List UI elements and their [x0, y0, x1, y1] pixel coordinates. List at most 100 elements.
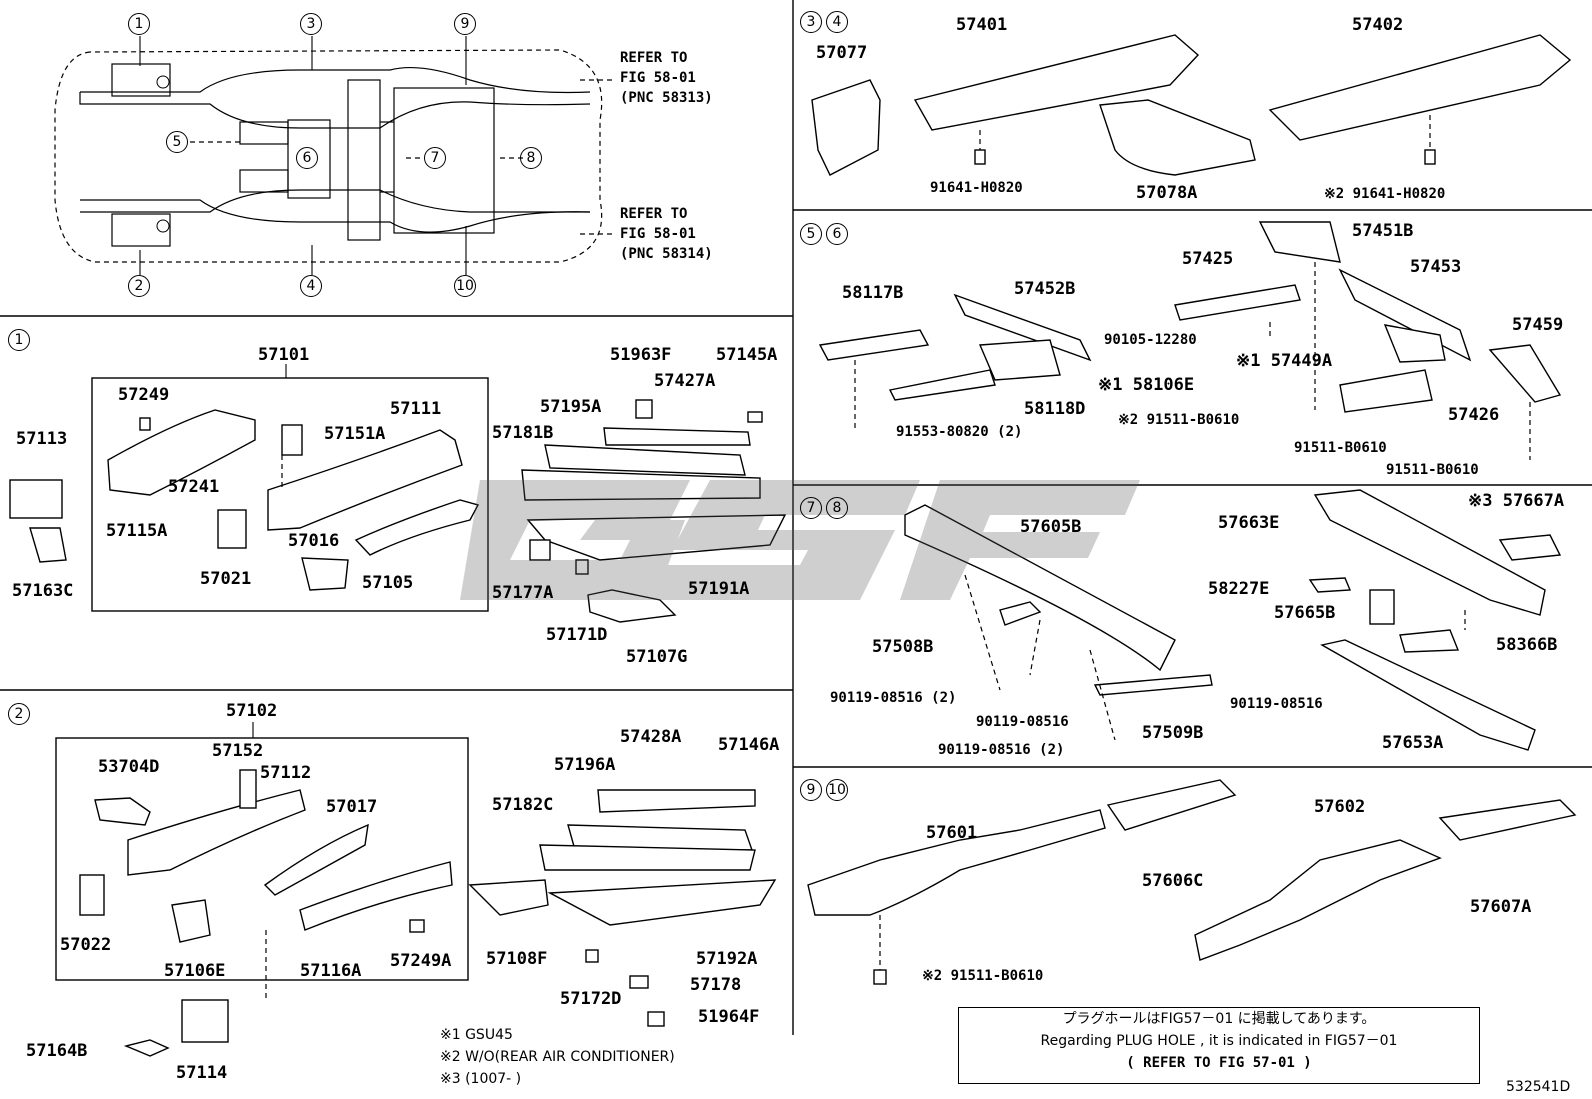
part-label[interactable]: 57108F	[486, 949, 548, 969]
part-label[interactable]: 57172D	[560, 989, 622, 1009]
part-label[interactable]: ※3 57667A	[1468, 491, 1565, 511]
part-label[interactable]: 57177A	[492, 583, 554, 603]
part-label[interactable]: 57605B	[1020, 517, 1082, 537]
index-mark-3: 3	[300, 10, 326, 35]
part-label[interactable]: 57606C	[1142, 871, 1204, 891]
part-label[interactable]: 57182C	[492, 795, 554, 815]
part-label[interactable]: 57508B	[872, 637, 934, 657]
part-label[interactable]: 57602	[1314, 797, 1366, 817]
part-label[interactable]: 57114	[176, 1063, 228, 1083]
part-label[interactable]: 57178	[690, 975, 742, 995]
car-overview-drawing	[54, 36, 616, 275]
part-label[interactable]: 58227E	[1208, 579, 1270, 599]
part-label[interactable]: ※2 91511-B0610	[922, 968, 1044, 984]
part-label[interactable]: 57451B	[1352, 221, 1414, 241]
part-label[interactable]: 57077	[816, 43, 868, 63]
part-label[interactable]: 57452B	[1014, 279, 1076, 299]
part-label[interactable]: 57116A	[300, 961, 362, 981]
part-label[interactable]: 57191A	[688, 579, 750, 599]
part-label[interactable]: 57115A	[106, 521, 168, 541]
section-5-6-drawing	[818, 221, 1562, 460]
footnote-2: ※2 W/O(REAR AIR CONDITIONER)	[440, 1049, 675, 1065]
part-label[interactable]: 91553-80820 (2)	[896, 424, 1023, 440]
part-label[interactable]: 57195A	[540, 397, 602, 417]
part-label[interactable]: 58117B	[842, 283, 904, 303]
index-mark-1: 1	[128, 10, 154, 35]
part-label[interactable]: 51964F	[698, 1007, 760, 1027]
part-label[interactable]: 57111	[390, 399, 442, 419]
part-label[interactable]: 57164B	[26, 1041, 88, 1061]
part-label[interactable]: 57112	[260, 763, 312, 783]
part-label[interactable]: 57196A	[554, 755, 616, 775]
part-label[interactable]: 57426	[1448, 405, 1500, 425]
part-label[interactable]: 57402	[1352, 15, 1404, 35]
part-label[interactable]: 58118D	[1024, 399, 1086, 419]
part-label[interactable]: 57163C	[12, 581, 74, 601]
part-label[interactable]: 91641-H0820	[930, 180, 1023, 196]
part-label[interactable]: 57192A	[696, 949, 758, 969]
part-label[interactable]: 57249	[118, 385, 170, 405]
part-label[interactable]: 57078A	[1136, 183, 1198, 203]
part-label[interactable]: 57105	[362, 573, 414, 593]
part-label[interactable]: 57249A	[390, 951, 452, 971]
part-label[interactable]: 57453	[1410, 257, 1462, 277]
part-label[interactable]: 57017	[326, 797, 378, 817]
part-label[interactable]: 90105-12280	[1104, 332, 1197, 348]
part-label[interactable]: 57401	[956, 15, 1008, 35]
part-label[interactable]: ※1 58106E	[1098, 375, 1195, 395]
part-label[interactable]: 57425	[1182, 249, 1234, 269]
part-label[interactable]: 91511-B0610	[1294, 440, 1387, 456]
part-label[interactable]: 57022	[60, 935, 112, 955]
part-label[interactable]: 57241	[168, 477, 220, 497]
part-label[interactable]: 57016	[288, 531, 340, 551]
section-2-drawing	[55, 722, 777, 1057]
section-2-header: 2	[8, 700, 34, 725]
part-label[interactable]: 57113	[16, 429, 68, 449]
part-label[interactable]: 57151A	[324, 424, 386, 444]
footnote-3: ※3 (1007- )	[440, 1071, 522, 1087]
index-mark-6: 6	[296, 144, 322, 169]
part-label[interactable]: 57427A	[654, 371, 716, 391]
part-label[interactable]: ※2 91641-H0820	[1324, 186, 1446, 202]
part-label[interactable]: 58366B	[1496, 635, 1558, 655]
part-label[interactable]: 90119-08516 (2)	[938, 742, 1065, 758]
part-label[interactable]: 53704D	[98, 757, 160, 777]
part-label[interactable]: ※2 91511-B0610	[1118, 412, 1240, 428]
part-label[interactable]: 90119-08516	[1230, 696, 1323, 712]
plug-hole-note-en: Regarding PLUG HOLE , it is indicated in…	[1040, 1033, 1398, 1049]
part-label[interactable]: 57102	[226, 701, 278, 721]
part-label[interactable]: 57152	[212, 741, 264, 761]
part-label[interactable]: 57107G	[626, 647, 688, 667]
part-label[interactable]: 90119-08516	[976, 714, 1069, 730]
part-label[interactable]: 57663E	[1218, 513, 1280, 533]
part-label[interactable]: 57601	[926, 823, 978, 843]
part-label[interactable]: 57607A	[1470, 897, 1532, 917]
part-label[interactable]: 57653A	[1382, 733, 1444, 753]
plug-hole-note-ref[interactable]: ( REFER TO FIG 57-01 )	[1126, 1055, 1312, 1071]
part-label[interactable]: 57106E	[164, 961, 226, 981]
part-label[interactable]: ※1 57449A	[1236, 351, 1333, 371]
part-label[interactable]: 57101	[258, 345, 310, 365]
part-label[interactable]: 57509B	[1142, 723, 1204, 743]
footnote-1: ※1 GSU45	[440, 1027, 513, 1043]
part-label[interactable]: 57021	[200, 569, 252, 589]
part-label[interactable]: 57171D	[546, 625, 608, 645]
part-label[interactable]: 57428A	[620, 727, 682, 747]
part-label[interactable]: 91511-B0610	[1386, 462, 1479, 478]
part-label[interactable]: 57146A	[718, 735, 780, 755]
part-label[interactable]: 57459	[1512, 315, 1564, 335]
part-label[interactable]: 90119-08516 (2)	[830, 690, 957, 706]
gsf-watermark-logo	[460, 480, 1140, 600]
part-label[interactable]: 57665B	[1274, 603, 1336, 623]
plug-hole-note-jp: プラグホールはFIG57－01 に掲載してあります。	[1062, 1011, 1376, 1027]
index-mark-2: 2	[128, 272, 154, 297]
part-label[interactable]: 57145A	[716, 345, 778, 365]
section-7-8-drawing	[904, 489, 1562, 751]
part-label[interactable]: 51963F	[610, 345, 672, 365]
part-label[interactable]: 57181B	[492, 423, 554, 443]
